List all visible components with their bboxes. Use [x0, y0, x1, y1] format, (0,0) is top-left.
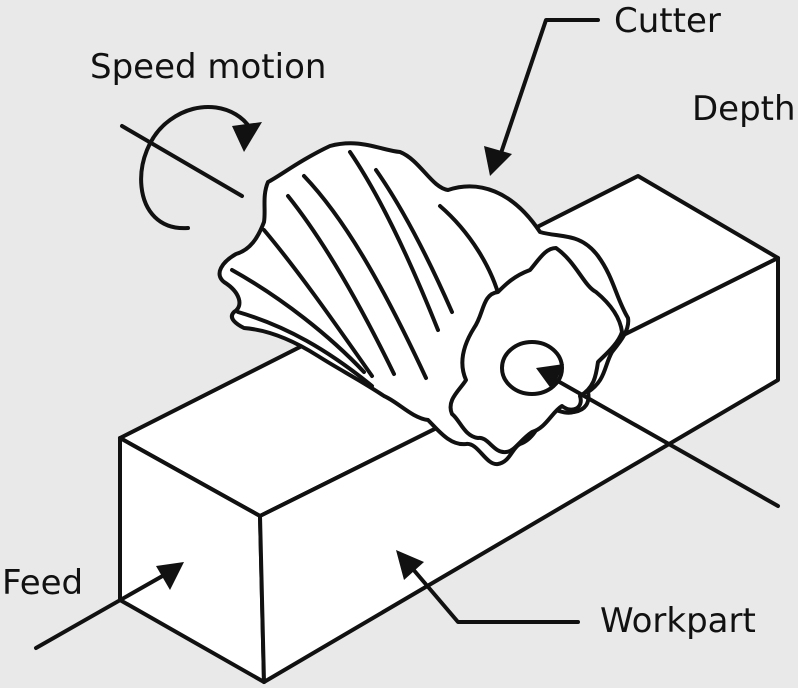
- label-speed-motion: Speed motion: [90, 47, 327, 87]
- axis-line-lower: [536, 364, 780, 508]
- label-workpart: Workpart: [600, 601, 756, 641]
- cutter-leader: [484, 18, 600, 176]
- speed-motion-arrow: [139, 105, 262, 231]
- feed-arrow: [34, 562, 184, 650]
- workpart-leader: [396, 550, 580, 624]
- label-feed: Feed: [2, 563, 84, 603]
- axis-line-upper: [120, 124, 244, 198]
- cutter: [217, 141, 631, 466]
- label-depth: Depth: [692, 89, 796, 129]
- label-cutter: Cutter: [614, 1, 721, 41]
